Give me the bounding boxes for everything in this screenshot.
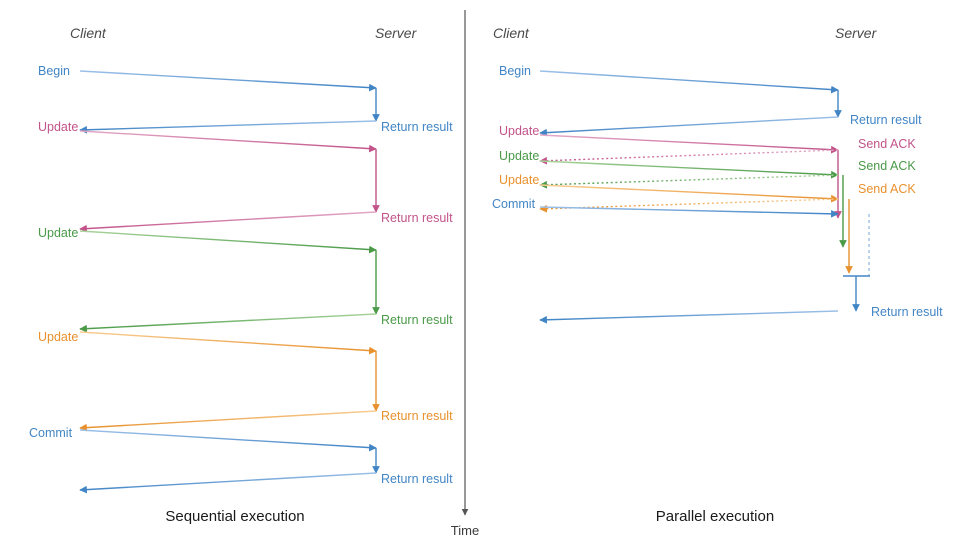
message-label-send-ack-5: Send ACK: [858, 159, 916, 173]
message-arrow-return-result-1: [79, 120, 377, 134]
time-axis-layer: Time: [451, 10, 479, 538]
message-label-send-ack-3: Send ACK: [858, 137, 916, 151]
message-label-update-6: Update: [38, 330, 78, 344]
message-arrow-begin-0: [79, 70, 377, 92]
message-arrow-send-ack-7: [539, 198, 839, 213]
message-arrow-commit-8: [79, 429, 377, 452]
panel-caption-sequential: Sequential execution: [165, 508, 304, 525]
actor-label-client: Client: [493, 25, 530, 41]
message-label-begin-0: Begin: [38, 64, 70, 78]
actor-label-server: Server: [375, 25, 418, 41]
message-arrow-update-4: [539, 160, 839, 179]
message-label-return-result-3: Return result: [381, 211, 453, 225]
message-arrow-send-ack-3: [539, 149, 839, 165]
message-label-send-ack-7: Send ACK: [858, 182, 916, 196]
message-arrow-commit-8: [539, 206, 839, 218]
message-arrow-update-2: [539, 134, 839, 154]
message-label-update-4: Update: [38, 226, 78, 240]
message-label-return-result-1: Return result: [381, 120, 453, 134]
message-arrow-return-result-1: [539, 116, 839, 137]
message-label-commit-8: Commit: [29, 426, 73, 440]
message-arrow-update-6: [79, 331, 377, 355]
message-arrow-update-2: [79, 130, 377, 153]
message-label-return-result-9: Return result: [871, 305, 943, 319]
message-arrow-update-4: [79, 230, 377, 254]
message-label-commit-8: Commit: [492, 197, 536, 211]
message-label-update-2: Update: [38, 120, 78, 134]
message-arrow-send-ack-5: [539, 174, 839, 189]
message-arrow-begin-0: [539, 70, 839, 94]
panel-caption-parallel: Parallel execution: [656, 508, 774, 525]
message-label-update-6: Update: [499, 173, 539, 187]
message-arrow-return-result-9: [539, 310, 839, 324]
time-axis-label: Time: [451, 523, 479, 538]
message-arrow-return-result-3: [79, 211, 377, 233]
message-arrow-return-result-9: [79, 472, 377, 494]
message-label-begin-0: Begin: [499, 64, 531, 78]
message-arrow-return-result-5: [79, 313, 377, 333]
message-label-return-result-9: Return result: [381, 472, 453, 486]
message-label-return-result-5: Return result: [381, 313, 453, 327]
message-arrow-return-result-7: [79, 410, 377, 432]
message-label-return-result-7: Return result: [381, 409, 453, 423]
message-label-update-4: Update: [499, 149, 539, 163]
message-label-update-2: Update: [499, 124, 539, 138]
message-arrow-update-6: [539, 184, 839, 203]
actor-label-client: Client: [70, 25, 107, 41]
actor-label-server: Server: [835, 25, 878, 41]
message-label-return-result-1: Return result: [850, 113, 922, 127]
